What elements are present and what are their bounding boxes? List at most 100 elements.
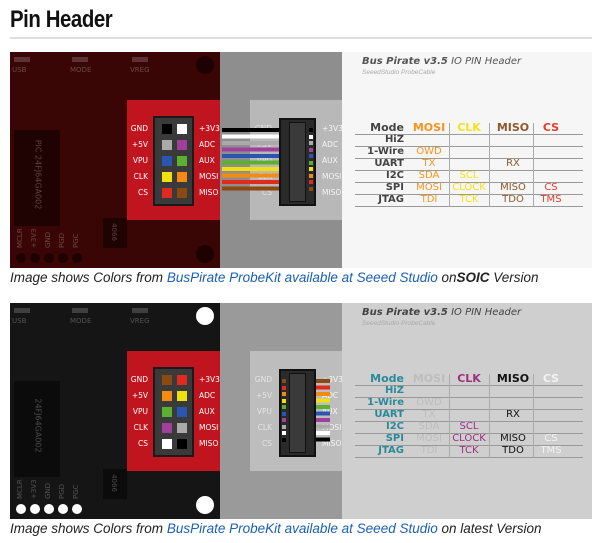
table-cell: MOSI (416, 433, 442, 444)
pin (162, 423, 172, 433)
table-header: MISO (496, 372, 530, 385)
table-cell: SDA (418, 421, 440, 432)
table-cell: CS (544, 182, 558, 193)
table-cell: TMS (540, 194, 562, 205)
table-cell: TCK (459, 445, 479, 456)
probekit-link[interactable]: BusPirate ProbeKit available at Seeed St… (166, 521, 438, 536)
pin (162, 439, 172, 449)
table-cell: TDO (502, 194, 524, 205)
pin-label-right: +3V3 (199, 124, 220, 133)
info-panel (342, 303, 592, 519)
pin (177, 156, 187, 166)
table-rule (355, 445, 583, 446)
panel-title-rest: IO PIN Header (447, 56, 522, 67)
table-rule (355, 457, 583, 458)
probekit-link[interactable]: BusPirate ProbeKit available at Seeed St… (166, 270, 438, 285)
table-col-rule (449, 374, 450, 458)
probe-label-right: +3V3 (322, 124, 343, 133)
chip (14, 130, 60, 226)
probe-pin (282, 392, 286, 396)
table-rule (355, 194, 583, 195)
pin-label-left: +5V (131, 391, 148, 400)
table-header: CLK (457, 121, 481, 134)
pin (177, 124, 187, 134)
pin (162, 391, 172, 401)
pin (177, 439, 187, 449)
probe-label-left: VPU (256, 407, 272, 416)
pin-label-left: CLK (133, 423, 148, 432)
caption-text: Version (489, 270, 539, 285)
probe-pin (309, 147, 313, 152)
table-header-mode: Mode (370, 372, 404, 385)
ic (103, 218, 127, 248)
probe-connector-inner (289, 122, 306, 202)
table-cell: OWD (416, 397, 442, 408)
table-mode: UART (374, 158, 404, 169)
table-mode: 1-Wire (367, 397, 404, 408)
table-cell: OWD (416, 146, 442, 157)
caption-text: Version (492, 521, 542, 536)
table-cell: CLOCK (452, 182, 486, 193)
caption-text: Image shows Colors from (10, 521, 167, 536)
pin (177, 423, 187, 433)
table-rule (355, 409, 583, 410)
table-col-rule (489, 374, 490, 458)
table-cell: TDI (420, 194, 438, 205)
pin-label-left: GND (130, 124, 148, 133)
table-col-rule (533, 123, 534, 207)
chip (14, 381, 60, 477)
table-rule (355, 421, 583, 422)
table-header: MOSI (412, 121, 446, 134)
probe-label-right: ADC (322, 140, 339, 149)
table-mode: JTAG (378, 445, 404, 456)
table-rule (355, 182, 583, 183)
probe-pin (282, 405, 286, 409)
table-header-mode: Mode (370, 121, 404, 134)
info-panel (342, 52, 592, 268)
table-cell: CS (544, 433, 558, 444)
pin (162, 172, 172, 182)
probe-pin (309, 186, 313, 191)
pin (162, 124, 172, 134)
pin (162, 375, 172, 385)
panel-title-bold: Bus Pirate v3.5 (362, 307, 448, 318)
table-mode: SPI (385, 182, 404, 193)
led-vreg (132, 57, 148, 62)
mount-hole-bottom (196, 496, 214, 514)
pin-label-left: CS (138, 439, 148, 448)
pad (58, 253, 68, 263)
pin (162, 156, 172, 166)
pin-label-left: GND (130, 375, 148, 384)
pin (162, 188, 172, 198)
pad (72, 253, 82, 263)
probe-pin (282, 398, 286, 403)
probe-label-left: CS (262, 188, 272, 197)
probe-label-left: +5V (255, 391, 272, 400)
pin-label-right: MISO (199, 439, 219, 448)
table-cell: TDI (420, 445, 438, 456)
probe-pin (282, 437, 286, 442)
pin-label-right: AUX (199, 407, 215, 416)
pin-label-right: AUX (199, 156, 215, 165)
table-rule (355, 433, 583, 434)
led-mode (72, 57, 88, 62)
probe-pin (282, 431, 286, 435)
led-usb (14, 308, 30, 313)
panel-subtitle: SeeedStudio ProbeCable (362, 69, 436, 76)
led-usb (14, 57, 30, 62)
table-cell: TX (422, 158, 436, 169)
caption-latest: Image shows Colors from BusPirate ProbeK… (10, 521, 542, 536)
pin (177, 391, 187, 401)
probe-label-right: MISO (322, 439, 342, 448)
pin-label-right: MISO (199, 188, 219, 197)
table-mode: HiZ (384, 385, 404, 396)
probe-pin (309, 160, 313, 165)
probe-pin (282, 411, 286, 416)
probe-label-right: MISO (322, 188, 342, 197)
probe-connector-inner (289, 373, 306, 453)
caption-text: on latest (437, 521, 493, 536)
connector (153, 116, 194, 206)
pad (30, 253, 40, 263)
board-label-usb: USB (12, 317, 27, 325)
